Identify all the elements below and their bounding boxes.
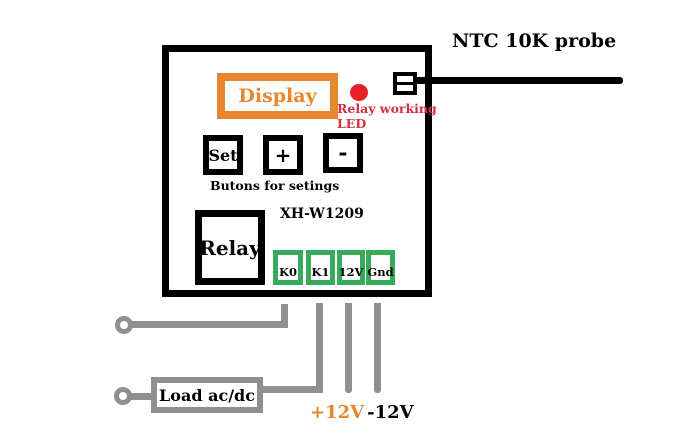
power-labels: +12V -12V [310,402,414,423]
wire-12v-vertical [345,303,352,393]
wire-k0-horizontal [124,321,287,328]
wire-terminal-ring-k0 [115,316,133,334]
plus-button: + [263,135,303,175]
controller-board-outline [162,45,432,297]
relay-led-caption-line1: Relay working [337,101,437,116]
wire-k1-vertical [316,303,323,392]
load-label: Load ac/dc [159,385,255,405]
wire-k0-vertical [281,304,288,328]
terminal-12v-label: 12V [338,265,364,279]
set-button-label: Set [208,145,238,165]
wire-load-to-k1 [256,386,323,393]
board-model-label: XH-W1209 [280,206,364,222]
terminal-k0-label: K0 [279,265,297,279]
set-button: Set [203,135,243,175]
power-positive-label: +12V [310,402,365,423]
wire-terminal-ring-load [114,387,132,405]
display-label: Display [238,85,317,107]
relay-module: Relay [195,210,265,285]
probe-connector [393,72,417,95]
terminal-gnd-label: Gnd [367,265,394,279]
wire-load-left [129,393,155,400]
terminal-k1-label: K1 [311,265,330,279]
minus-button: - [323,133,363,173]
probe-wire [415,77,623,84]
terminal-12v: 12V [337,250,365,285]
relay-label: Relay [199,235,261,260]
relay-led-indicator [350,84,368,101]
minus-button-label: - [338,140,348,166]
terminal-k1: K1 [306,250,335,285]
terminal-gnd: Gnd [366,250,395,285]
relay-led-caption: Relay working LED [337,101,437,131]
buttons-caption: Butons for setings [210,178,340,193]
display-module: Display [217,73,338,119]
load-box: Load ac/dc [151,377,263,413]
plus-button-label: + [274,143,292,167]
probe-label: NTC 10K probe [452,30,617,52]
wire-gnd-vertical [374,303,381,393]
power-negative-label: -12V [367,402,414,423]
terminal-k0: K0 [273,250,303,285]
relay-led-caption-line2: LED [337,116,367,131]
probe-connector-divider [396,82,414,85]
